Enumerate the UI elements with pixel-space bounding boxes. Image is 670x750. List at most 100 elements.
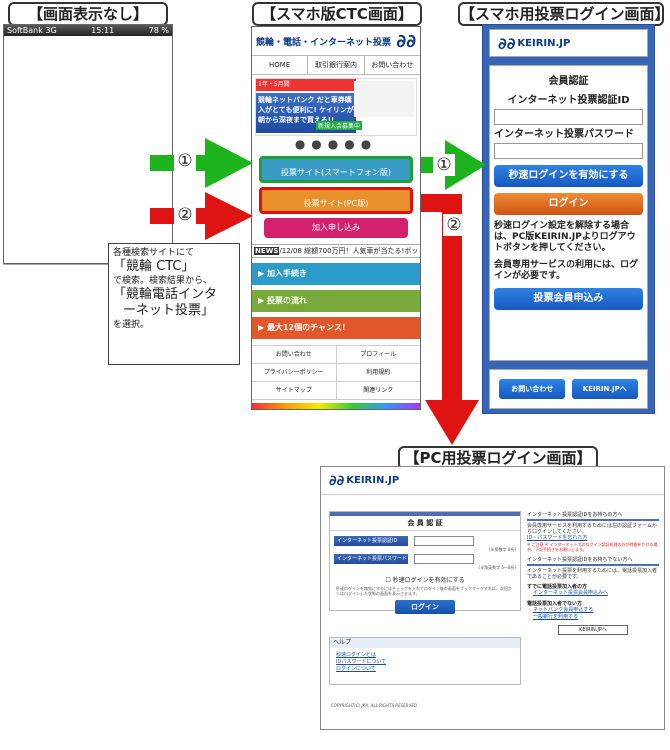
nav-contact[interactable]: お問い合わせ [371, 61, 414, 69]
pc-right-column: インターネット投票認証IDをお持ちの方へ 会員専用サービスを利用するためには左の… [527, 511, 659, 691]
green-arrow-1-left [150, 138, 253, 188]
pc-existing-member: すでに電話投票加入者の方 [527, 584, 588, 590]
phone-blank-screen: SoftBank 3G 15:11 78 % [3, 24, 173, 264]
pc-bank-link[interactable]: 一般銀行を利用する [533, 614, 579, 620]
keirin-logo: KEIRIN.JP [517, 37, 571, 49]
step-2-label-right: ② [443, 214, 465, 236]
swirl-logo-icon: ∂∂ [396, 30, 416, 52]
pc-warning: ※ ご注意 ※ インターネットでのログイン認証処理の方が時間をかける場合、下記手… [527, 542, 658, 552]
keirin-header: ∂∂ KEIRIN.JP [489, 29, 648, 57]
pc-help-panel: ヘルプ 秒速ログインとは IDパスワードについて ログインについて [329, 637, 521, 685]
pc-copyright: COPYRIGHT(C) JKA, ALL RIGHTS RESERVED. [331, 703, 419, 708]
link-related[interactable]: 関連リンク [363, 387, 394, 394]
carrier-label: SoftBank [7, 26, 43, 35]
member-auth-panel: 会員認証 インターネット投票認証ID インターネット投票パスワード 秒速ログイン… [489, 65, 648, 361]
pc-id-row: インターネット投票認証ID [334, 536, 516, 546]
nav-home[interactable]: HOME [252, 56, 309, 74]
footer-links: お問い合わせ プロフィール プライバシーポリシー 利用規約 サイトマップ 関連リ… [252, 345, 420, 400]
ctc-logo: 競輪・電話・インターネット投票 [256, 37, 392, 48]
pc-id-input[interactable] [414, 536, 474, 546]
swirl-logo-icon: ∂∂ [498, 33, 516, 53]
password-label: インターネット投票パスワード [494, 129, 634, 140]
pc-forgot-link[interactable]: ID・パスワードを忘れた方 [527, 535, 588, 541]
pc-right-head-2: インターネット投票認証IDをお持ちでない方へ [527, 556, 659, 566]
pc-keirin-jp-button[interactable]: KEIRIN.JPへ [558, 625, 628, 635]
pc-help-link-1[interactable]: 秒速ログインとは [336, 652, 377, 658]
pc-pw-note: (半角英数字 5〜8桁) [478, 565, 516, 570]
rainbow-footer [252, 403, 420, 409]
time-label: 15:11 [91, 26, 115, 35]
pc-pw-row: インターネット投票パスワード [334, 554, 516, 564]
join-apply-button[interactable]: 加入申し込み [264, 218, 408, 238]
contact-button[interactable]: お問い合わせ [499, 379, 566, 399]
callout-line6: を選択。 [113, 320, 150, 330]
step-1-label-right: ① [433, 154, 455, 176]
news-text: /12/08 総額700万円！人気車が当たる!ボッ [279, 247, 419, 255]
fast-login-description: 秒速ログイン設定を解除する場合は、PC版KEIRIN.JPよりログアウトボタンを… [494, 221, 636, 253]
id-input[interactable] [494, 109, 643, 125]
menu-chances[interactable]: ▶ 最大12個のチャンス! [252, 317, 420, 339]
pc-internet-apply-link[interactable]: インターネット投票会員申込みへ [533, 590, 609, 596]
network-label: 3G [45, 26, 57, 35]
red-arrow-2-down [421, 194, 479, 445]
auth-heading: 会員認証 [548, 76, 589, 87]
pc-keirin-logo: KEIRIN.JP [346, 475, 400, 486]
news-ticker[interactable]: NEWS/12/08 総額700万円！人気車が当たる!ボッ [252, 244, 420, 258]
banner-tag: 1年・5月間 [256, 79, 356, 91]
pc-login-button[interactable]: ログイン [395, 600, 455, 614]
bottom-buttons: お問い合わせ KEIRIN.JPへ [489, 369, 648, 409]
phone-login-screen: ∂∂ KEIRIN.JP 会員認証 インターネット投票認証ID インターネット投… [482, 24, 655, 414]
pc-pw-input[interactable] [414, 554, 474, 564]
promo-banner[interactable]: 1年・5月間 競輪ネットバンク だと車券購入がとても便利に! ケイリンが朝から深… [255, 78, 417, 136]
callout-line1: 各種検索サイトにて [113, 248, 195, 258]
pc-auth-heading: 会 員 認 証 [330, 518, 520, 531]
menu-join-procedure[interactable]: ▶ 加入手続き [252, 263, 420, 285]
news-label: NEWS [254, 247, 280, 255]
callout-line5: ーネット投票」 [123, 303, 215, 318]
pc-netbank-link[interactable]: ネットバンク会員申込する [533, 607, 594, 613]
pc-pw-note-row: (半角英数字 5〜8桁) [334, 565, 516, 571]
banner-bank-logos [354, 81, 414, 117]
nav-banks[interactable]: 取引銀行案内 [308, 56, 365, 74]
carousel-dots[interactable]: ●●●●● [294, 137, 378, 151]
link-profile[interactable]: プロフィール [360, 351, 397, 358]
login-button[interactable]: ログイン [494, 193, 643, 215]
pc-auth-bar [330, 512, 520, 516]
link-terms[interactable]: 利用規約 [366, 369, 391, 376]
menu-vote-flow[interactable]: ▶ 投票の流れ [252, 290, 420, 312]
callout-line4: 「競輪電話インタ [113, 287, 218, 302]
link-contact[interactable]: お問い合わせ [252, 346, 337, 363]
banner-sub: 新規入会募集中 [316, 121, 363, 130]
phone-ctc-screen: 競輪・電話・インターネット投票 ∂∂ HOME 取引銀行案内 お問い合わせ 1年… [251, 26, 421, 410]
login-required-note: 会員専用サービスの利用には、ログインが必要です。 [494, 260, 639, 281]
pc-right-text-2: インターネット投票を利用するためには、電話投票加入者であることが必要です。 [527, 568, 658, 580]
step-2-label-left: ② [174, 204, 196, 226]
pc-help-title: ヘルプ [330, 638, 520, 648]
pc-fast-login-checkbox[interactable]: ☐ 秒速ログインを有効にする [385, 577, 465, 584]
pc-id-note-row: (半角数字 8桁) [334, 547, 516, 553]
pc-new-member: 電話投票加入者でない方 [527, 601, 583, 607]
callout-line3: で検索。検索結果から、 [113, 276, 213, 286]
pc-pw-label: インターネット投票パスワード [334, 554, 408, 564]
link-privacy[interactable]: プライバシーポリシー [252, 364, 337, 381]
step-1-label-left: ① [174, 150, 196, 172]
pc-id-note: (半角数字 8桁) [489, 547, 516, 552]
password-input[interactable] [494, 143, 643, 159]
pc-help-link-3[interactable]: ログインについて [336, 666, 376, 672]
pc-help-link-2[interactable]: IDパスワードについて [336, 659, 387, 665]
pc-right-text-1: 会員専用サービスを利用するためには左の認証フォームからログインしてください。 [527, 523, 657, 535]
keirin-jp-button[interactable]: KEIRIN.JPへ [571, 379, 638, 399]
link-sitemap[interactable]: サイトマップ [252, 382, 337, 399]
member-apply-button[interactable]: 投票会員申込み [494, 288, 643, 310]
red-arrow-2-left [150, 192, 253, 240]
vote-site-smartphone-button[interactable]: 投票サイト(スマートフォン版) [259, 156, 413, 183]
title-smartphone-ctc: 【スマホ版CTC画面】 [252, 2, 422, 26]
vote-site-pc-button[interactable]: 投票サイト(PC版) [259, 187, 413, 214]
ctc-header: 競輪・電話・インターネット投票 ∂∂ [252, 27, 420, 55]
title-smartphone-login: 【スマホ用投票ログイン画面】 [458, 2, 664, 26]
swirl-logo-icon: ∂∂ [329, 472, 345, 489]
pc-right-head-1: インターネット投票認証IDをお持ちの方へ [527, 511, 659, 521]
fast-login-button[interactable]: 秒速ログインを有効にする [494, 165, 643, 187]
pc-id-label: インターネット投票認証ID [334, 536, 408, 546]
